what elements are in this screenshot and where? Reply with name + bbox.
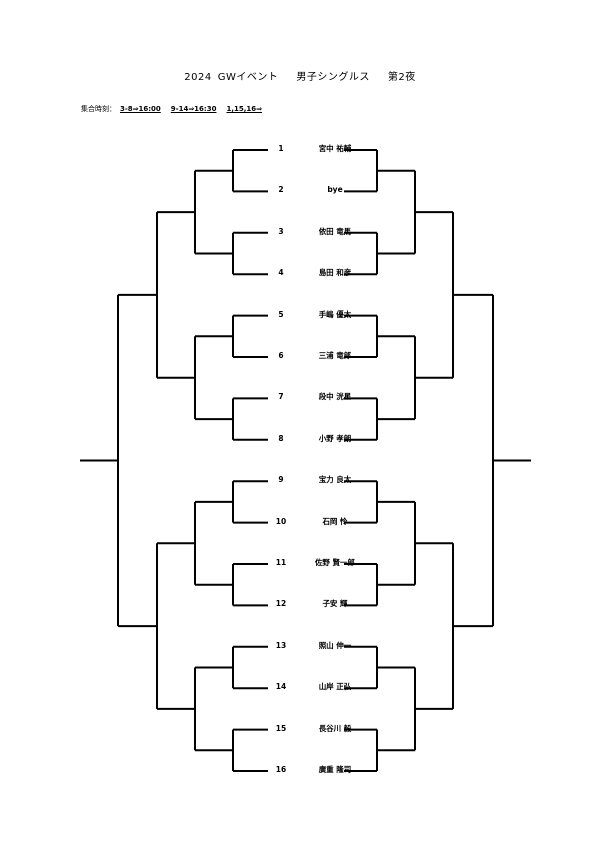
player-name: 照山 伸一 — [318, 640, 352, 650]
player-name: 宮中 祐輔 — [318, 144, 352, 153]
seed-number: 8 — [278, 433, 284, 443]
assembly-times: 集合時刻： 3-8⇒16:00 9-14⇒16:30 1,15,16⇒ — [81, 104, 262, 114]
seed-number: 3 — [278, 226, 284, 236]
player-name: bye — [327, 185, 343, 195]
assembly-slot: 3-8⇒16:00 — [120, 105, 161, 113]
assembly-slot: 9-14⇒16:30 — [170, 105, 217, 113]
player-name: 石岡 怜 — [322, 516, 348, 526]
page-title: 2024 GWイベント 男子シングルス 第2夜 — [0, 68, 600, 83]
player-name: 長谷川 毅 — [318, 723, 352, 733]
seed-number: 7 — [278, 392, 284, 402]
seed-number: 15 — [275, 723, 287, 733]
player-name: 手嶋 優太 — [318, 309, 352, 319]
title-event: GWイベント — [217, 72, 279, 83]
player-name: 廣重 隆司 — [318, 765, 352, 774]
seed-number: 4 — [278, 268, 284, 278]
seed-number: 9 — [278, 475, 284, 485]
player-name: 三浦 竜郎 — [318, 351, 352, 360]
assembly-label: 集合時刻： — [81, 105, 116, 113]
player-name: 子安 輝 — [322, 599, 348, 609]
assembly-slot: 1,15,16⇒ — [226, 105, 263, 113]
player-name: 宝力 良太 — [318, 475, 352, 485]
title-night: 第2夜 — [387, 72, 416, 83]
seed-number: 10 — [275, 516, 287, 526]
seed-number: 16 — [275, 765, 287, 774]
seed-number: 5 — [278, 309, 284, 319]
seed-number: 2 — [278, 185, 284, 195]
title-division: 男子シングルス — [296, 72, 370, 83]
player-name: 小野 孝朗 — [318, 433, 352, 443]
seed-number: 12 — [275, 599, 287, 609]
seed-number: 13 — [275, 640, 287, 650]
seed-number: 11 — [275, 558, 287, 567]
player-name: 依田 竜馬 — [318, 226, 352, 236]
seed-number: 1 — [278, 144, 284, 153]
seed-number: 6 — [278, 351, 284, 360]
player-name: 段中 洸星 — [318, 392, 352, 402]
player-name: 山岸 正弘 — [318, 682, 352, 692]
title-year: 2024 — [184, 72, 212, 83]
assembly-values: 3-8⇒16:00 9-14⇒16:30 1,15,16⇒ — [120, 105, 262, 113]
player-name: 島田 和彦 — [318, 268, 352, 278]
player-name: 佐野 賢一郎 — [314, 558, 356, 567]
seed-number: 14 — [275, 682, 287, 692]
